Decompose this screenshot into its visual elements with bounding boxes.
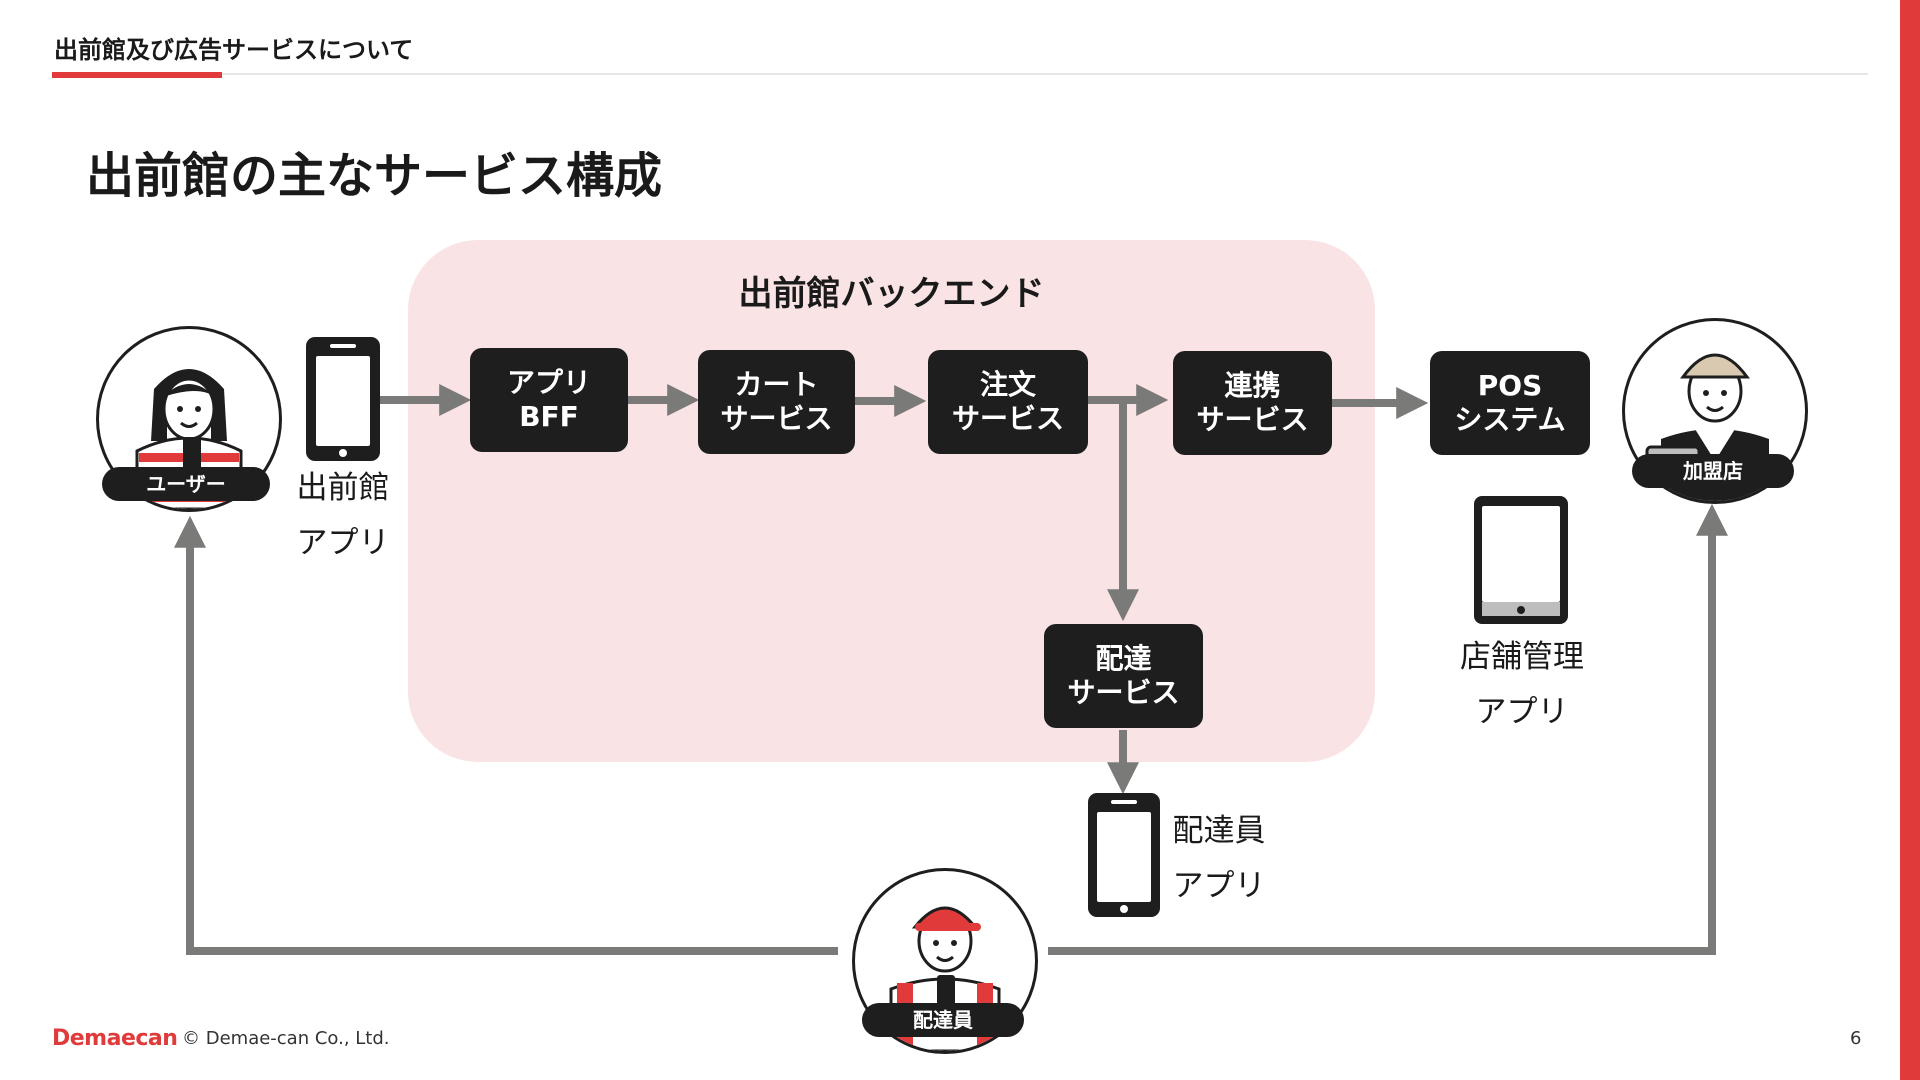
node-delivery-line2: サービス	[1067, 676, 1180, 709]
node-app-bff-line1: アプリ	[506, 366, 591, 399]
node-delivery-service: 配達 サービス	[1044, 624, 1203, 728]
smartphone-icon	[1088, 793, 1160, 917]
footer-copyright: © Demae-can Co., Ltd.	[182, 1028, 390, 1049]
node-order-service: 注文 サービス	[928, 350, 1088, 454]
arrow-courier-to-store	[1048, 503, 1728, 955]
arrow-courier-to-user	[174, 515, 838, 955]
page-number: 6	[1850, 1028, 1862, 1049]
node-order-line2: サービス	[951, 402, 1064, 435]
caption-courier-app: 配達員 アプリ	[1168, 804, 1270, 914]
node-cart-line1: カート	[734, 368, 819, 401]
caption-demaecan-app-line2: アプリ	[296, 525, 390, 561]
page-title: 出前館の主なサービス構成	[86, 148, 663, 204]
caption-store-app: 店舗管理 アプリ	[1452, 630, 1592, 740]
caption-demaecan-app: 出前館 アプリ	[290, 461, 396, 571]
actor-label-user: ユーザー	[102, 467, 270, 501]
header-divider	[52, 73, 1868, 75]
node-integration-line2: サービス	[1196, 403, 1309, 436]
caption-courier-app-line1: 配達員	[1172, 813, 1266, 849]
right-accent-bar	[1900, 0, 1920, 1080]
node-pos-line1: POS	[1477, 369, 1543, 402]
node-cart-line2: サービス	[720, 402, 833, 435]
backend-label: 出前館バックエンド	[738, 274, 1045, 314]
actor-label-courier: 配達員	[862, 1003, 1024, 1037]
caption-store-app-line2: アプリ	[1475, 694, 1569, 730]
backend-panel	[408, 240, 1375, 762]
smartphone-icon	[306, 337, 380, 461]
node-delivery-line1: 配達	[1095, 642, 1152, 675]
node-pos-system: POS システム	[1430, 351, 1590, 455]
node-app-bff-line2: BFF	[519, 400, 579, 433]
caption-store-app-line1: 店舗管理	[1460, 639, 1584, 675]
caption-demaecan-app-line1: 出前館	[296, 470, 390, 506]
node-cart-service: カート サービス	[698, 350, 855, 454]
tablet-icon	[1474, 496, 1568, 624]
actor-label-store: 加盟店	[1632, 454, 1794, 488]
node-integration-service: 連携 サービス	[1173, 351, 1332, 455]
node-order-line1: 注文	[979, 368, 1036, 401]
section-title: 出前館及び広告サービスについて	[54, 36, 414, 64]
header-accent-underline	[52, 72, 222, 78]
node-pos-line2: システム	[1454, 403, 1566, 436]
node-integration-line1: 連携	[1224, 369, 1281, 402]
caption-courier-app-line2: アプリ	[1172, 868, 1266, 904]
node-app-bff: アプリ BFF	[470, 348, 628, 452]
footer-logo: Demaecan	[52, 1026, 178, 1051]
